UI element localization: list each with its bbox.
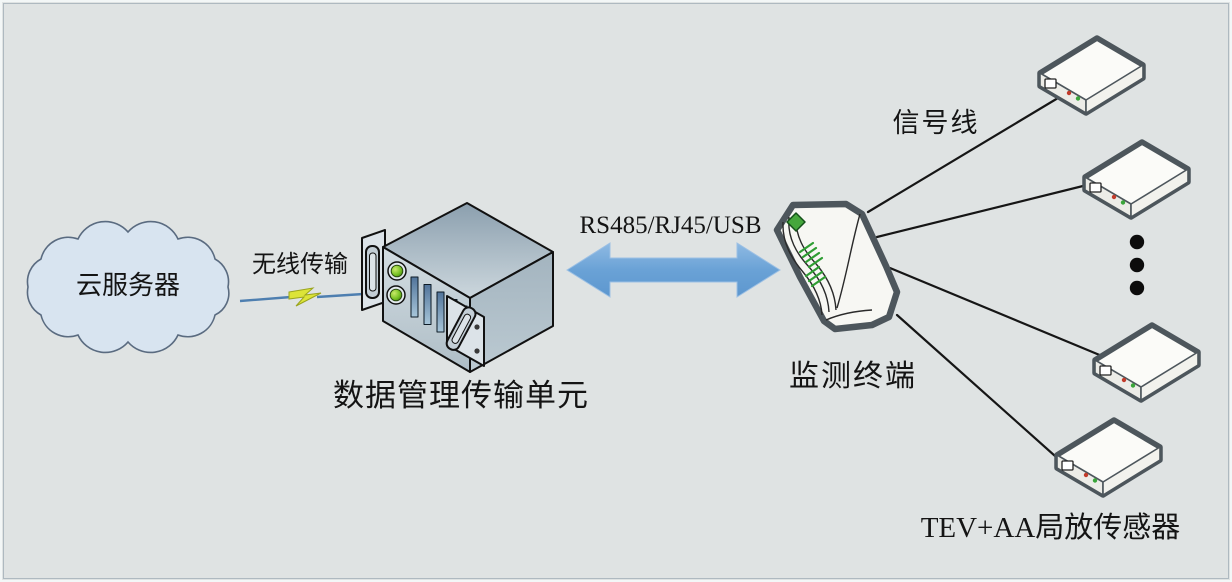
sensor-red-led-icon: [1066, 90, 1072, 96]
cloud-server-shape: [26, 220, 230, 354]
bus-arrow: [566, 242, 781, 298]
server-led-icons: [386, 261, 407, 305]
terminal-label: 监测终端: [789, 360, 917, 393]
monitor-terminal-shape: [773, 200, 901, 333]
wireless-link-label: 无线传输: [252, 252, 348, 278]
sensor-boxes: [1037, 35, 1198, 495]
sensor-box: [1085, 142, 1188, 217]
sensor-box: [1095, 325, 1198, 400]
sensor-green-led-icon: [1075, 96, 1081, 101]
sensor-box: [1057, 420, 1160, 495]
terminal-hatch-marks: [798, 241, 827, 288]
signal-lines: [866, 90, 1104, 466]
ellipsis-dots: [1129, 234, 1145, 296]
sensor-port: [1044, 78, 1057, 89]
terminal-status-icon: [786, 212, 806, 232]
data-unit-label: 数据管理传输单元: [333, 378, 589, 413]
bus-link-label: RS485/RJ45/USB: [579, 212, 762, 239]
sensor-box: [1037, 35, 1146, 116]
signal-line-label: 信号线: [892, 108, 980, 138]
data-unit-shape: [361, 202, 554, 373]
cloud-server-label: 云服务器: [75, 271, 180, 300]
sensor-group-label: TEV+AA局放传感器: [920, 512, 1181, 544]
wireless-bolt: [239, 287, 380, 307]
